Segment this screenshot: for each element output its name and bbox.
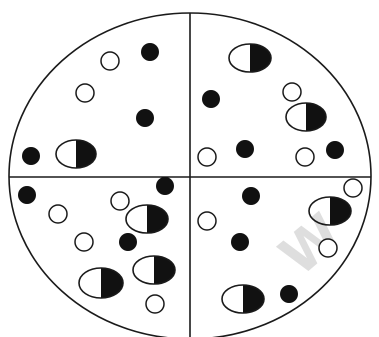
filled-dot bbox=[231, 233, 249, 251]
quadrant-bottom-left bbox=[18, 177, 175, 313]
open-dot bbox=[198, 212, 216, 230]
filled-dot bbox=[141, 43, 159, 61]
filled-dot bbox=[156, 177, 174, 195]
filled-dot bbox=[119, 233, 137, 251]
half-filled-oval bbox=[229, 44, 271, 72]
open-dot bbox=[76, 84, 94, 102]
half-filled-oval bbox=[286, 103, 326, 131]
filled-dot bbox=[202, 90, 220, 108]
open-dot bbox=[101, 52, 119, 70]
quadrant-top-left bbox=[22, 43, 159, 168]
filled-dot bbox=[280, 285, 298, 303]
open-dot bbox=[198, 148, 216, 166]
filled-dot bbox=[236, 140, 254, 158]
open-dot bbox=[49, 205, 67, 223]
quadrant-top-right bbox=[198, 44, 344, 166]
open-dot bbox=[296, 148, 314, 166]
half-filled-oval bbox=[56, 140, 96, 168]
half-filled-oval bbox=[126, 205, 168, 233]
filled-dot bbox=[18, 186, 36, 204]
half-filled-oval bbox=[222, 285, 264, 313]
open-dot bbox=[344, 179, 362, 197]
open-dot bbox=[283, 83, 301, 101]
open-dot bbox=[75, 233, 93, 251]
filled-dot bbox=[326, 141, 344, 159]
half-filled-oval bbox=[133, 256, 175, 284]
filled-dot bbox=[242, 187, 260, 205]
filled-dot bbox=[136, 109, 154, 127]
filled-dot bbox=[22, 147, 40, 165]
open-dot bbox=[146, 295, 164, 313]
half-filled-oval bbox=[79, 268, 123, 298]
open-dot bbox=[319, 239, 337, 257]
open-dot bbox=[111, 192, 129, 210]
